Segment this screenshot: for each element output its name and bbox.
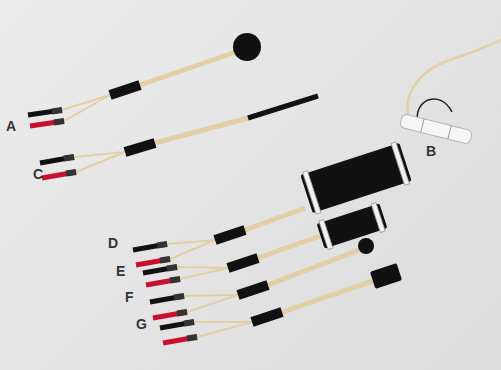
part-letter: C (33, 167, 43, 181)
pad-seam (448, 126, 451, 140)
lead-wire (197, 322, 252, 337)
probe-shaft (268, 250, 359, 285)
black-plug (160, 322, 194, 328)
pad-clip (319, 219, 333, 249)
plug-sleeve (170, 279, 180, 281)
bar-electrode (248, 96, 318, 118)
plug-sleeve (187, 337, 197, 339)
plug-sleeve (177, 312, 187, 314)
part-letter: D (108, 236, 118, 250)
lead-wire (187, 295, 238, 312)
probe-set (28, 33, 412, 343)
black-plug (133, 244, 167, 250)
probe-shaft (258, 236, 320, 258)
lead-wire (194, 321, 252, 323)
electrode-pad (399, 113, 472, 144)
plug-sleeve (167, 267, 177, 269)
lead-wire (170, 240, 215, 259)
cable-junction (125, 143, 155, 152)
probe-shaft (155, 118, 248, 143)
plug-sleeve (52, 110, 62, 112)
plug-sleeve (160, 259, 170, 261)
black-plug (28, 110, 62, 115)
cable-junction (228, 258, 258, 268)
pad-clip (391, 142, 409, 185)
lead-wire (184, 295, 238, 296)
lead-wire (64, 95, 110, 121)
plug-sleeve (157, 244, 167, 246)
black-plug (143, 267, 177, 273)
cable-junction (110, 85, 140, 95)
disc-electrode (358, 238, 374, 254)
lead-wire (177, 267, 228, 268)
black-plug (150, 296, 184, 302)
pad-body (317, 203, 388, 248)
pad-body (300, 143, 411, 213)
part-letter: A (6, 119, 16, 133)
red-plug (30, 121, 64, 126)
pad-body (370, 263, 402, 289)
probe-shaft (245, 208, 305, 230)
cable (407, 40, 501, 122)
red-plug (163, 337, 197, 343)
pad-clip (303, 171, 321, 214)
electrode-b (399, 40, 501, 145)
cable-junction (238, 285, 268, 295)
cable-junction (252, 312, 282, 322)
plug-sleeve (54, 121, 64, 123)
lead-wire (180, 268, 228, 279)
pad-electrode (370, 263, 402, 289)
part-letter: G (136, 317, 147, 331)
cable-junction (215, 230, 245, 240)
pad-electrode (316, 202, 388, 251)
disc-electrode (233, 33, 261, 61)
pad-clip (371, 202, 385, 232)
pad-seam (421, 119, 424, 133)
lead-wire (76, 152, 125, 172)
plug-sleeve (174, 296, 184, 298)
red-plug (136, 259, 170, 265)
red-plug (146, 279, 180, 285)
black-plug (40, 157, 74, 163)
plug-sleeve (66, 172, 76, 174)
red-plug (153, 312, 187, 318)
plug-sleeve (184, 322, 194, 324)
probe-shaft (282, 281, 373, 312)
probe-shaft (140, 52, 236, 85)
part-letter: F (125, 290, 134, 304)
plug-sleeve (64, 157, 74, 159)
part-letter: E (116, 264, 125, 278)
part-letter: B (426, 144, 436, 158)
pad-electrode (300, 141, 413, 215)
red-plug (42, 172, 76, 178)
